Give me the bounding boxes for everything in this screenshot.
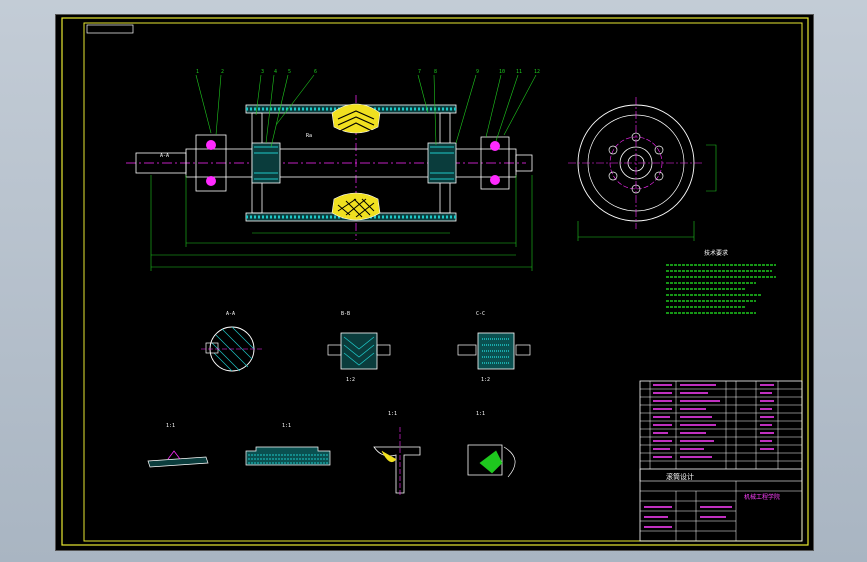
detail-3-weld [381,450,397,463]
section-b-bolt-left [327,344,342,356]
section-b-bolt-right [376,344,391,356]
part-balloon-9: 9 [476,69,479,75]
bolt-hole-6 [608,145,618,155]
end-view [568,97,717,241]
bolt-hole-3 [654,171,664,181]
detail-2-profile [245,446,331,466]
section-c-scale: 1:2 [481,377,490,383]
right-bearing-ball-top [490,141,500,151]
roughness-mark: Ra [306,133,312,139]
rubber-pattern-bottom [337,198,375,218]
section-details: A-A B-B 1:2 C-C 1:2 [201,311,531,383]
section-a-hatch [211,326,255,372]
part-balloon-4: 4 [274,69,277,75]
detail-1-profile [147,456,209,468]
drawing-inner-frame [83,22,803,542]
rubber-lagging-top [331,103,381,134]
right-hub [427,142,457,184]
part-balloon-12: 12 [534,69,540,75]
part-balloon-6: 6 [314,69,317,75]
dimension-lines [150,175,533,271]
detail-2-hatch [248,454,328,464]
bolt-hole-5 [608,171,618,181]
end-view-dimensions [577,144,717,241]
left-bearing-ball-top [206,140,216,150]
tech-notes-title: 技术要求 [704,249,728,257]
part-balloon-11: 11 [516,69,522,75]
section-c-bolt-right [515,344,531,356]
right-bearing-ball-bottom [490,175,500,185]
section-a-title: A-A [226,311,235,317]
section-a-key [205,342,219,354]
bom-grid [640,381,802,470]
section-c-title: C-C [476,311,485,317]
part-balloon-2: 2 [221,69,224,75]
detail-3-scale: 1:1 [388,411,397,417]
bom-text-marks [653,384,774,458]
part-balloon-7: 7 [418,69,421,75]
part-leader-lines [195,74,537,148]
section-c-bolt-left [457,344,477,356]
part-balloon-8: 8 [434,69,437,75]
detail-2-scale: 1:1 [282,423,291,429]
part-balloon-10: 10 [499,69,505,75]
rubber-pattern-top [337,110,375,132]
title-block: 滚筒设计 机械工程学院 [639,380,803,542]
left-bearing-ball-bottom [206,176,216,186]
roller-assembly-drawing: 1 2 3 4 5 6 7 8 9 10 11 12 A-A Ra 技术要求 [61,17,809,546]
main-section-view: 1 2 3 4 5 6 7 8 9 10 11 12 A-A Ra [126,69,540,271]
title-company: 机械工程学院 [744,493,780,501]
left-hub [251,142,281,184]
shaft-right-end [515,154,533,172]
drawing-outer-frame [61,17,809,546]
section-b-block [340,332,378,370]
bolt-hole-2 [654,145,664,155]
section-b-pattern [343,336,375,366]
detail-1-weld [167,450,181,460]
left-bearing-housing [195,134,227,192]
detail-views: 1:1 1:1 1:1 1:1 [147,411,516,497]
title-signature-marks [644,506,732,528]
part-balloon-1: 1 [196,69,199,75]
right-hub-hatch [430,146,454,180]
section-c-hatch [482,338,510,364]
part-balloon-5: 5 [288,69,291,75]
tech-notes-lines [666,264,776,314]
right-bearing-housing [480,136,510,190]
section-b-title: B-B [341,311,350,317]
corner-label-box [86,24,134,34]
part-balloon-3: 3 [261,69,264,75]
section-a-label-top: A-A [160,153,169,159]
title-header-row [639,468,803,482]
title-lower-grid [640,481,802,541]
detail-3-profile [373,446,421,494]
detail-4-arc [503,446,516,478]
detail-4-scale: 1:1 [476,411,485,417]
detail-4-weld [479,450,503,474]
cad-viewport[interactable]: 1 2 3 4 5 6 7 8 9 10 11 12 A-A Ra 技术要求 [55,14,814,551]
section-b-scale: 1:2 [346,377,355,383]
title-drawing-name: 滚筒设计 [666,472,694,481]
technical-notes: 技术要求 [666,249,776,314]
detail-4-profile [467,444,503,476]
detail-1-scale: 1:1 [166,423,175,429]
left-hub-hatch [254,146,278,180]
